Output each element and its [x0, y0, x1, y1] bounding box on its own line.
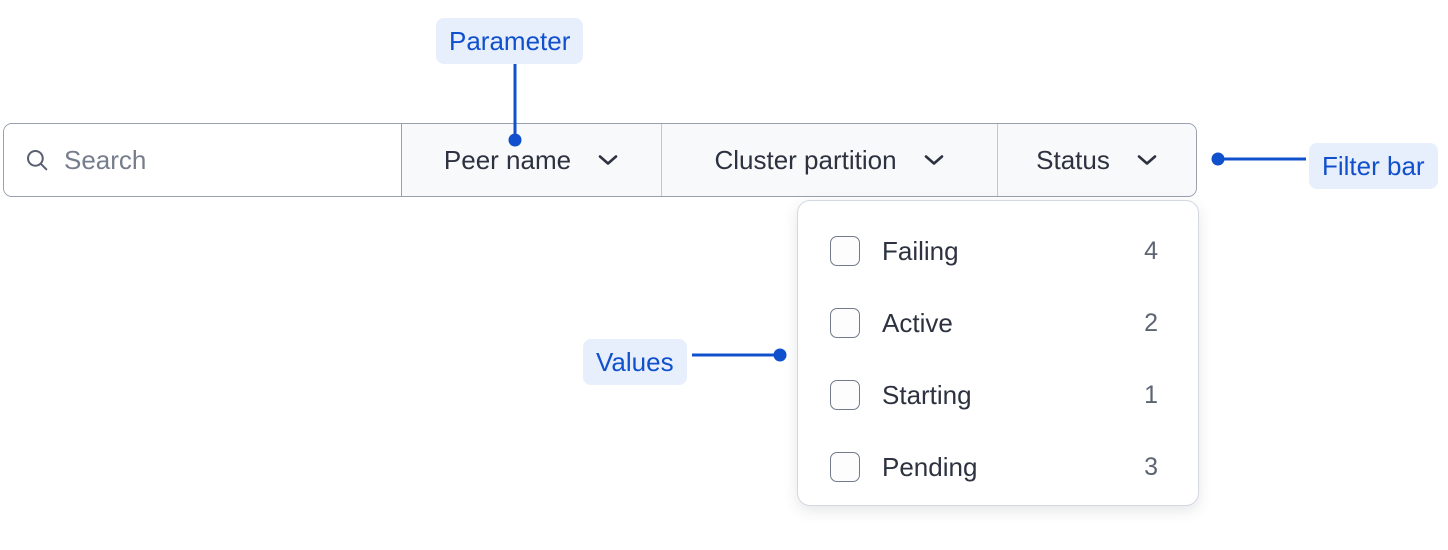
option-count: 1 [1144, 380, 1158, 409]
checkbox-pending[interactable] [830, 452, 860, 482]
status-dropdown-label: Status [1036, 144, 1110, 175]
option-label: Failing [882, 235, 959, 266]
checkbox-starting[interactable] [830, 380, 860, 410]
filter-bar[interactable]: Peer name Cluster partition Status [3, 123, 1197, 197]
option-row-active[interactable]: Active 2 [798, 287, 1198, 359]
option-row-starting[interactable]: Starting 1 [798, 359, 1198, 431]
search-input[interactable] [64, 144, 364, 176]
option-count: 4 [1144, 236, 1158, 265]
option-count: 2 [1144, 308, 1158, 337]
search-field[interactable] [4, 124, 402, 196]
option-label: Active [882, 307, 953, 338]
status-dropdown[interactable]: Status [998, 124, 1196, 196]
cluster-partition-dropdown-label: Cluster partition [714, 144, 897, 175]
cluster-partition-dropdown[interactable]: Cluster partition [662, 124, 998, 196]
dropdown-panel: Failing 4 Active 2 Starting 1 Pending 3 [797, 200, 1199, 506]
option-label: Pending [882, 451, 978, 482]
option-count: 3 [1144, 452, 1158, 481]
leader-dot-parameter [508, 133, 522, 147]
leader-dot-filterbar [1211, 152, 1225, 166]
annotation-values: Values [583, 339, 687, 385]
search-icon [26, 149, 48, 171]
checkbox-active[interactable] [830, 308, 860, 338]
chevron-down-icon [1137, 155, 1157, 165]
annotation-parameter: Parameter [436, 18, 584, 64]
peer-name-dropdown-label: Peer name [443, 144, 572, 175]
chevron-down-icon [924, 155, 943, 165]
leader-dot-values [773, 348, 787, 362]
option-label: Starting [882, 379, 972, 410]
checkbox-failing[interactable] [830, 236, 860, 266]
chevron-down-icon [598, 155, 618, 165]
option-row-pending[interactable]: Pending 3 [798, 431, 1198, 503]
peer-name-dropdown[interactable]: Peer name [402, 124, 662, 196]
option-row-failing[interactable]: Failing 4 [798, 215, 1198, 287]
annotation-filter-bar: Filter bar [1309, 143, 1438, 189]
